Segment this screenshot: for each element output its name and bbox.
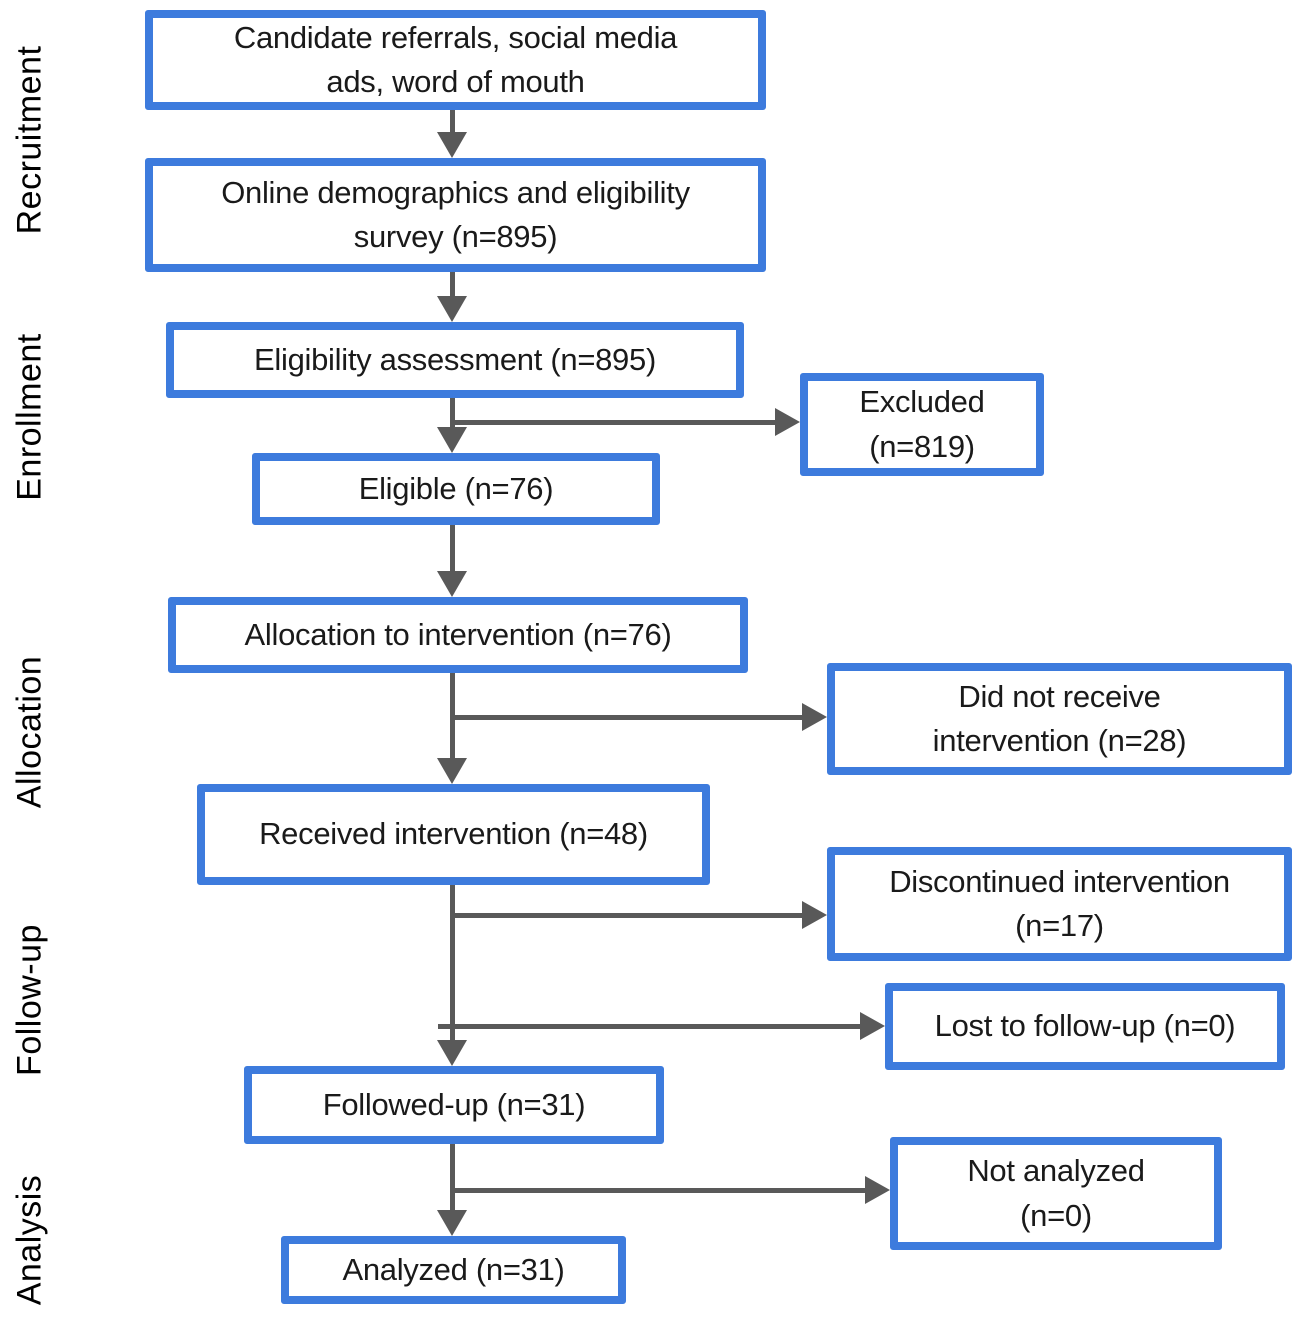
stage-label-recruitment: Recruitment: [10, 45, 49, 235]
arrow-line: [438, 1024, 865, 1029]
node-text: survey (n=895): [353, 219, 558, 254]
node-eligibility-assessment: Eligibility assessment (n=895): [166, 322, 744, 398]
arrow-head: [437, 132, 467, 158]
stage-label-follow-up: Follow-up: [10, 924, 49, 1076]
arrow-line: [450, 525, 455, 573]
node-survey: Online demographics and eligibility surv…: [145, 158, 766, 272]
node-text: Excluded: [859, 384, 985, 420]
arrow-line: [450, 1144, 455, 1212]
node-text: Received intervention (n=48): [259, 816, 648, 852]
arrow-head: [437, 296, 467, 322]
stage-label-enrollment: Enrollment: [10, 333, 49, 501]
arrow-head: [437, 1040, 467, 1066]
node-text: Eligible (n=76): [358, 470, 554, 506]
stage-label-analysis: Analysis: [10, 1174, 49, 1306]
node-text: Did not receive: [958, 678, 1161, 714]
arrow-line: [452, 715, 807, 720]
node-text: Eligibility assessment (n=895): [254, 341, 656, 377]
arrow-line: [452, 420, 780, 425]
node-text: Not analyzed: [967, 1153, 1145, 1189]
node-text: (n=17): [1015, 908, 1104, 943]
node-lost-to-follow-up: Lost to follow-up (n=0): [885, 983, 1285, 1070]
arrow-head: [865, 1176, 890, 1204]
node-text: Allocation to intervention (n=76): [244, 616, 672, 652]
node-text: ads, word of mouth: [326, 64, 585, 99]
arrow-head: [860, 1012, 885, 1040]
node-text: Analyzed (n=31): [342, 1251, 565, 1287]
arrow-head: [802, 901, 827, 929]
arrow-head: [437, 571, 467, 597]
node-analyzed: Analyzed (n=31): [281, 1236, 626, 1304]
node-text: Candidate referrals, social media: [233, 19, 678, 55]
node-followed-up: Followed-up (n=31): [244, 1066, 664, 1144]
node-text: (n=0): [1020, 1197, 1092, 1233]
arrow-line: [452, 1188, 870, 1193]
node-allocation-to-intervention: Allocation to intervention (n=76): [168, 597, 748, 673]
node-text: intervention (n=28): [932, 723, 1187, 758]
node-text: (n=819): [869, 428, 975, 464]
node-excluded: Excluded (n=819): [800, 373, 1044, 476]
node-not-analyzed: Not analyzed (n=0): [890, 1137, 1222, 1250]
node-received-intervention: Received intervention (n=48): [197, 784, 710, 885]
arrow-head: [775, 408, 800, 436]
arrow-head: [437, 427, 467, 453]
node-discontinued-intervention: Discontinued intervention (n=17): [827, 847, 1292, 961]
node-did-not-receive-intervention: Did not receive intervention (n=28): [827, 663, 1292, 775]
arrow-head: [437, 758, 467, 784]
arrow-line: [450, 272, 455, 300]
arrow-head: [802, 703, 827, 731]
arrow-line: [450, 110, 455, 136]
node-candidate-referrals: Candidate referrals, social media ads, w…: [145, 10, 766, 110]
arrow-line: [450, 885, 455, 1042]
node-text: Discontinued intervention: [889, 863, 1230, 899]
stage-label-allocation: Allocation: [10, 655, 49, 809]
arrow-line: [452, 913, 807, 918]
node-eligible: Eligible (n=76): [252, 453, 660, 525]
arrow-line: [450, 398, 455, 430]
node-text: Online demographics and eligibility: [221, 174, 690, 210]
arrow-head: [437, 1210, 467, 1236]
node-text: Followed-up (n=31): [322, 1086, 586, 1122]
node-text: Lost to follow-up (n=0): [934, 1008, 1236, 1044]
